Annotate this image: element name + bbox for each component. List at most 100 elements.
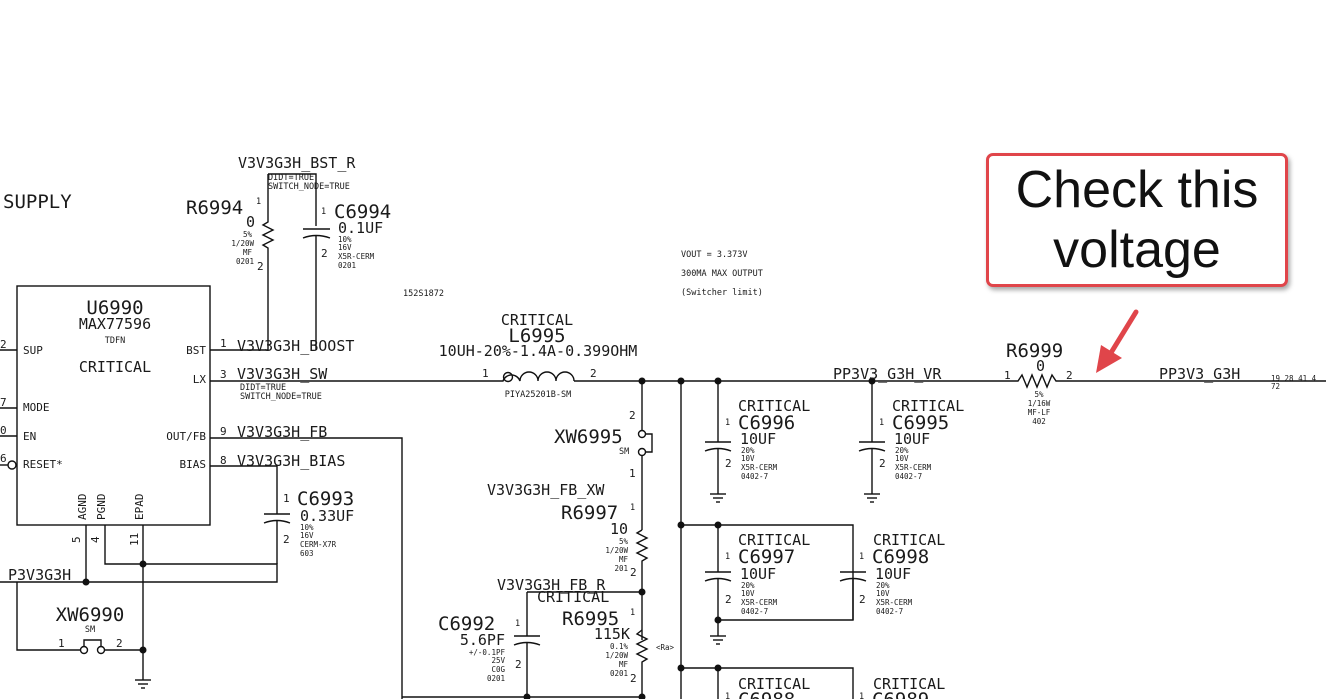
pin-num: 2 [629, 409, 636, 422]
pin-num: 2 [630, 566, 637, 579]
ground-icon [135, 679, 151, 689]
spec: CERM-X7R [300, 540, 337, 549]
r6999-ref: R6999 [1006, 340, 1063, 362]
pin-num: 2 [321, 247, 328, 260]
spec: 0201 [338, 261, 356, 270]
pin-num: 1 [629, 467, 636, 480]
spec: 5% [619, 537, 629, 546]
c6995: CRITICAL 1 C6995 10UF 20% 10V X5R-CERM 0… [858, 381, 964, 503]
c6995-ref: C6995 [892, 412, 949, 434]
pin-num: 8 [220, 454, 227, 467]
spec: 5% [1034, 390, 1044, 399]
pin-name-bias: BIAS [180, 458, 207, 471]
spec: 603 [300, 549, 314, 558]
c6996: CRITICAL 1 C6996 10UF 20% 10V X5R-CERM 0… [704, 381, 810, 503]
c6995-value: 10UF [894, 430, 930, 448]
max-output-note: 300MA MAX OUTPUT [681, 269, 763, 279]
pin-num: 3 [220, 368, 227, 381]
critical-label: CRITICAL [537, 588, 609, 606]
c6994-ref: C6994 [334, 201, 391, 223]
critical-label: CRITICAL [738, 531, 810, 549]
net-prop: SWITCH_NODE=TRUE [268, 182, 350, 192]
pin-num: 9 [220, 425, 227, 438]
spec: 1/20W [605, 546, 628, 555]
xw6990: XW6990 SM 1 2 [16, 582, 143, 655]
spec: 20% [876, 581, 890, 590]
c6996-value: 10UF [740, 430, 776, 448]
junction-dot [714, 616, 722, 624]
c6992-ref: C6992 [438, 613, 495, 635]
spec: 0201 [236, 257, 254, 266]
c6989: CRITICAL 1 C6989 [859, 675, 945, 699]
inversion-bubble-icon [7, 460, 17, 470]
pin-num: 1 [879, 418, 884, 428]
pin-num: 1 [1004, 369, 1011, 382]
net-prop: SWITCH_NODE=TRUE [240, 392, 322, 402]
c6993: 1 C6993 0.33UF 10% 16V CERM-X7R 603 2 [263, 488, 354, 564]
critical-label: CRITICAL [873, 531, 945, 549]
critical-label: CRITICAL [738, 675, 810, 693]
pin-num: 2 [116, 637, 123, 650]
r6997-value: 10 [610, 520, 628, 538]
pin-num: 2 [725, 457, 732, 470]
c6996-ref: C6996 [738, 412, 795, 434]
spec: 0.1% [610, 642, 629, 651]
spec: 1/20W [605, 651, 628, 660]
l6995-footprint: PIYA25201B-SM [505, 390, 572, 400]
xw6995-sm: SM [619, 447, 629, 457]
spec: 10V [741, 589, 755, 598]
spec: 16V [300, 531, 314, 540]
c6993-value: 0.33UF [300, 507, 354, 525]
spec: MF [619, 555, 629, 564]
c6998-ref: C6998 [872, 546, 929, 568]
pin-num: 1 [283, 492, 290, 505]
net-label-boost: V3V3G3H_BOOST [237, 337, 354, 355]
r6995: CRITICAL R6995 1 115K 0.1% 1/20W MF 0201… [537, 588, 675, 699]
pin-name-reset: RESET* [23, 458, 63, 471]
spec: 10% [338, 235, 352, 244]
net-label-vr: PP3V3_G3H_VR [833, 365, 942, 383]
r6997: R6997 1 10 5% 1/20W MF 201 2 [561, 502, 649, 640]
spec: 10V [741, 454, 755, 463]
xw6995-ref: XW6995 [554, 426, 623, 448]
ground-icon [710, 635, 726, 645]
c6993-ref: C6993 [297, 488, 354, 510]
pin-num: 2 [0, 338, 7, 351]
spec: X5R-CERM [895, 463, 932, 472]
r6994-ref: R6994 [186, 197, 243, 219]
callout-arrow-icon [1096, 309, 1139, 373]
pin-name-epad: EPAD [133, 494, 146, 521]
c6997: CRITICAL 1 C6997 10UF 20% 10V X5R-CERM 0… [704, 525, 810, 645]
resistor-icon [261, 212, 275, 350]
critical-label: CRITICAL [892, 397, 964, 415]
c6992-value: 5.6PF [460, 631, 505, 649]
ra-tag: <Ra> [656, 643, 675, 652]
junction-dot [139, 560, 147, 568]
pin-num: 1 [725, 552, 730, 562]
c6997-value: 10UF [740, 565, 776, 583]
spec: 5% [243, 230, 253, 239]
spec: C0G [491, 665, 505, 674]
pin-num: 2 [859, 593, 866, 606]
spec: MF [619, 660, 629, 669]
spec: 0402-7 [895, 472, 922, 481]
spec: 1/20W [231, 239, 254, 248]
spec: +/-0.1PF [469, 648, 506, 657]
net-label-fb-xw: V3V3G3H_FB_XW [487, 481, 605, 499]
critical-label: CRITICAL [738, 397, 810, 415]
pin-num: 2 [879, 457, 886, 470]
r6994: R6994 1 0 5% 1/20W MF 0201 2 [186, 197, 275, 350]
xw6990-sm: SM [85, 625, 95, 635]
resistor-icon [635, 529, 649, 640]
c6988: CRITICAL 1 C6988 [725, 675, 810, 699]
pin-name-outfb: OUT/FB [166, 430, 206, 443]
spec: 0402-7 [876, 607, 903, 616]
spec: X5R-CERM [741, 463, 778, 472]
pin-num: 1 [725, 692, 730, 699]
pin-num: 6 [0, 452, 7, 465]
xw6995: 2 XW6995 SM 1 [554, 409, 653, 480]
pin-name-bst: BST [186, 344, 206, 357]
spec: X5R-CERM [338, 252, 375, 261]
ground-icon [710, 493, 726, 503]
pin-num: 2 [283, 533, 290, 546]
